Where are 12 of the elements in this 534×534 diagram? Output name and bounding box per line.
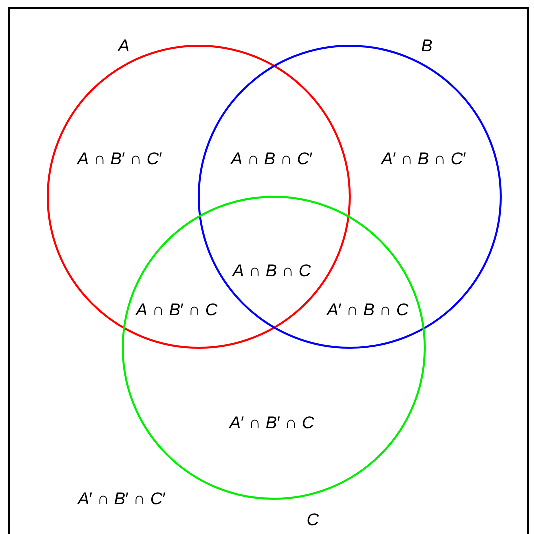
region-label: A′ ∩ B′ ∩ C	[230, 414, 314, 434]
region-label: A ∩ B′ ∩ C′	[78, 150, 162, 170]
set-label: B	[421, 38, 433, 56]
region-label: A′ ∩ B ∩ C′	[382, 150, 466, 170]
region-label: A ∩ B ∩ C′	[231, 150, 313, 170]
universe-frame	[8, 7, 529, 534]
region-label: A ∩ B ∩ C	[232, 262, 312, 282]
set-label: A	[118, 38, 130, 56]
set-label: C	[306, 512, 320, 530]
region-label: A′ ∩ B ∩ C	[327, 302, 409, 320]
region-label: A′ ∩ B′ ∩ C′	[78, 490, 166, 510]
region-label: A ∩ B′ ∩ C	[136, 302, 218, 320]
